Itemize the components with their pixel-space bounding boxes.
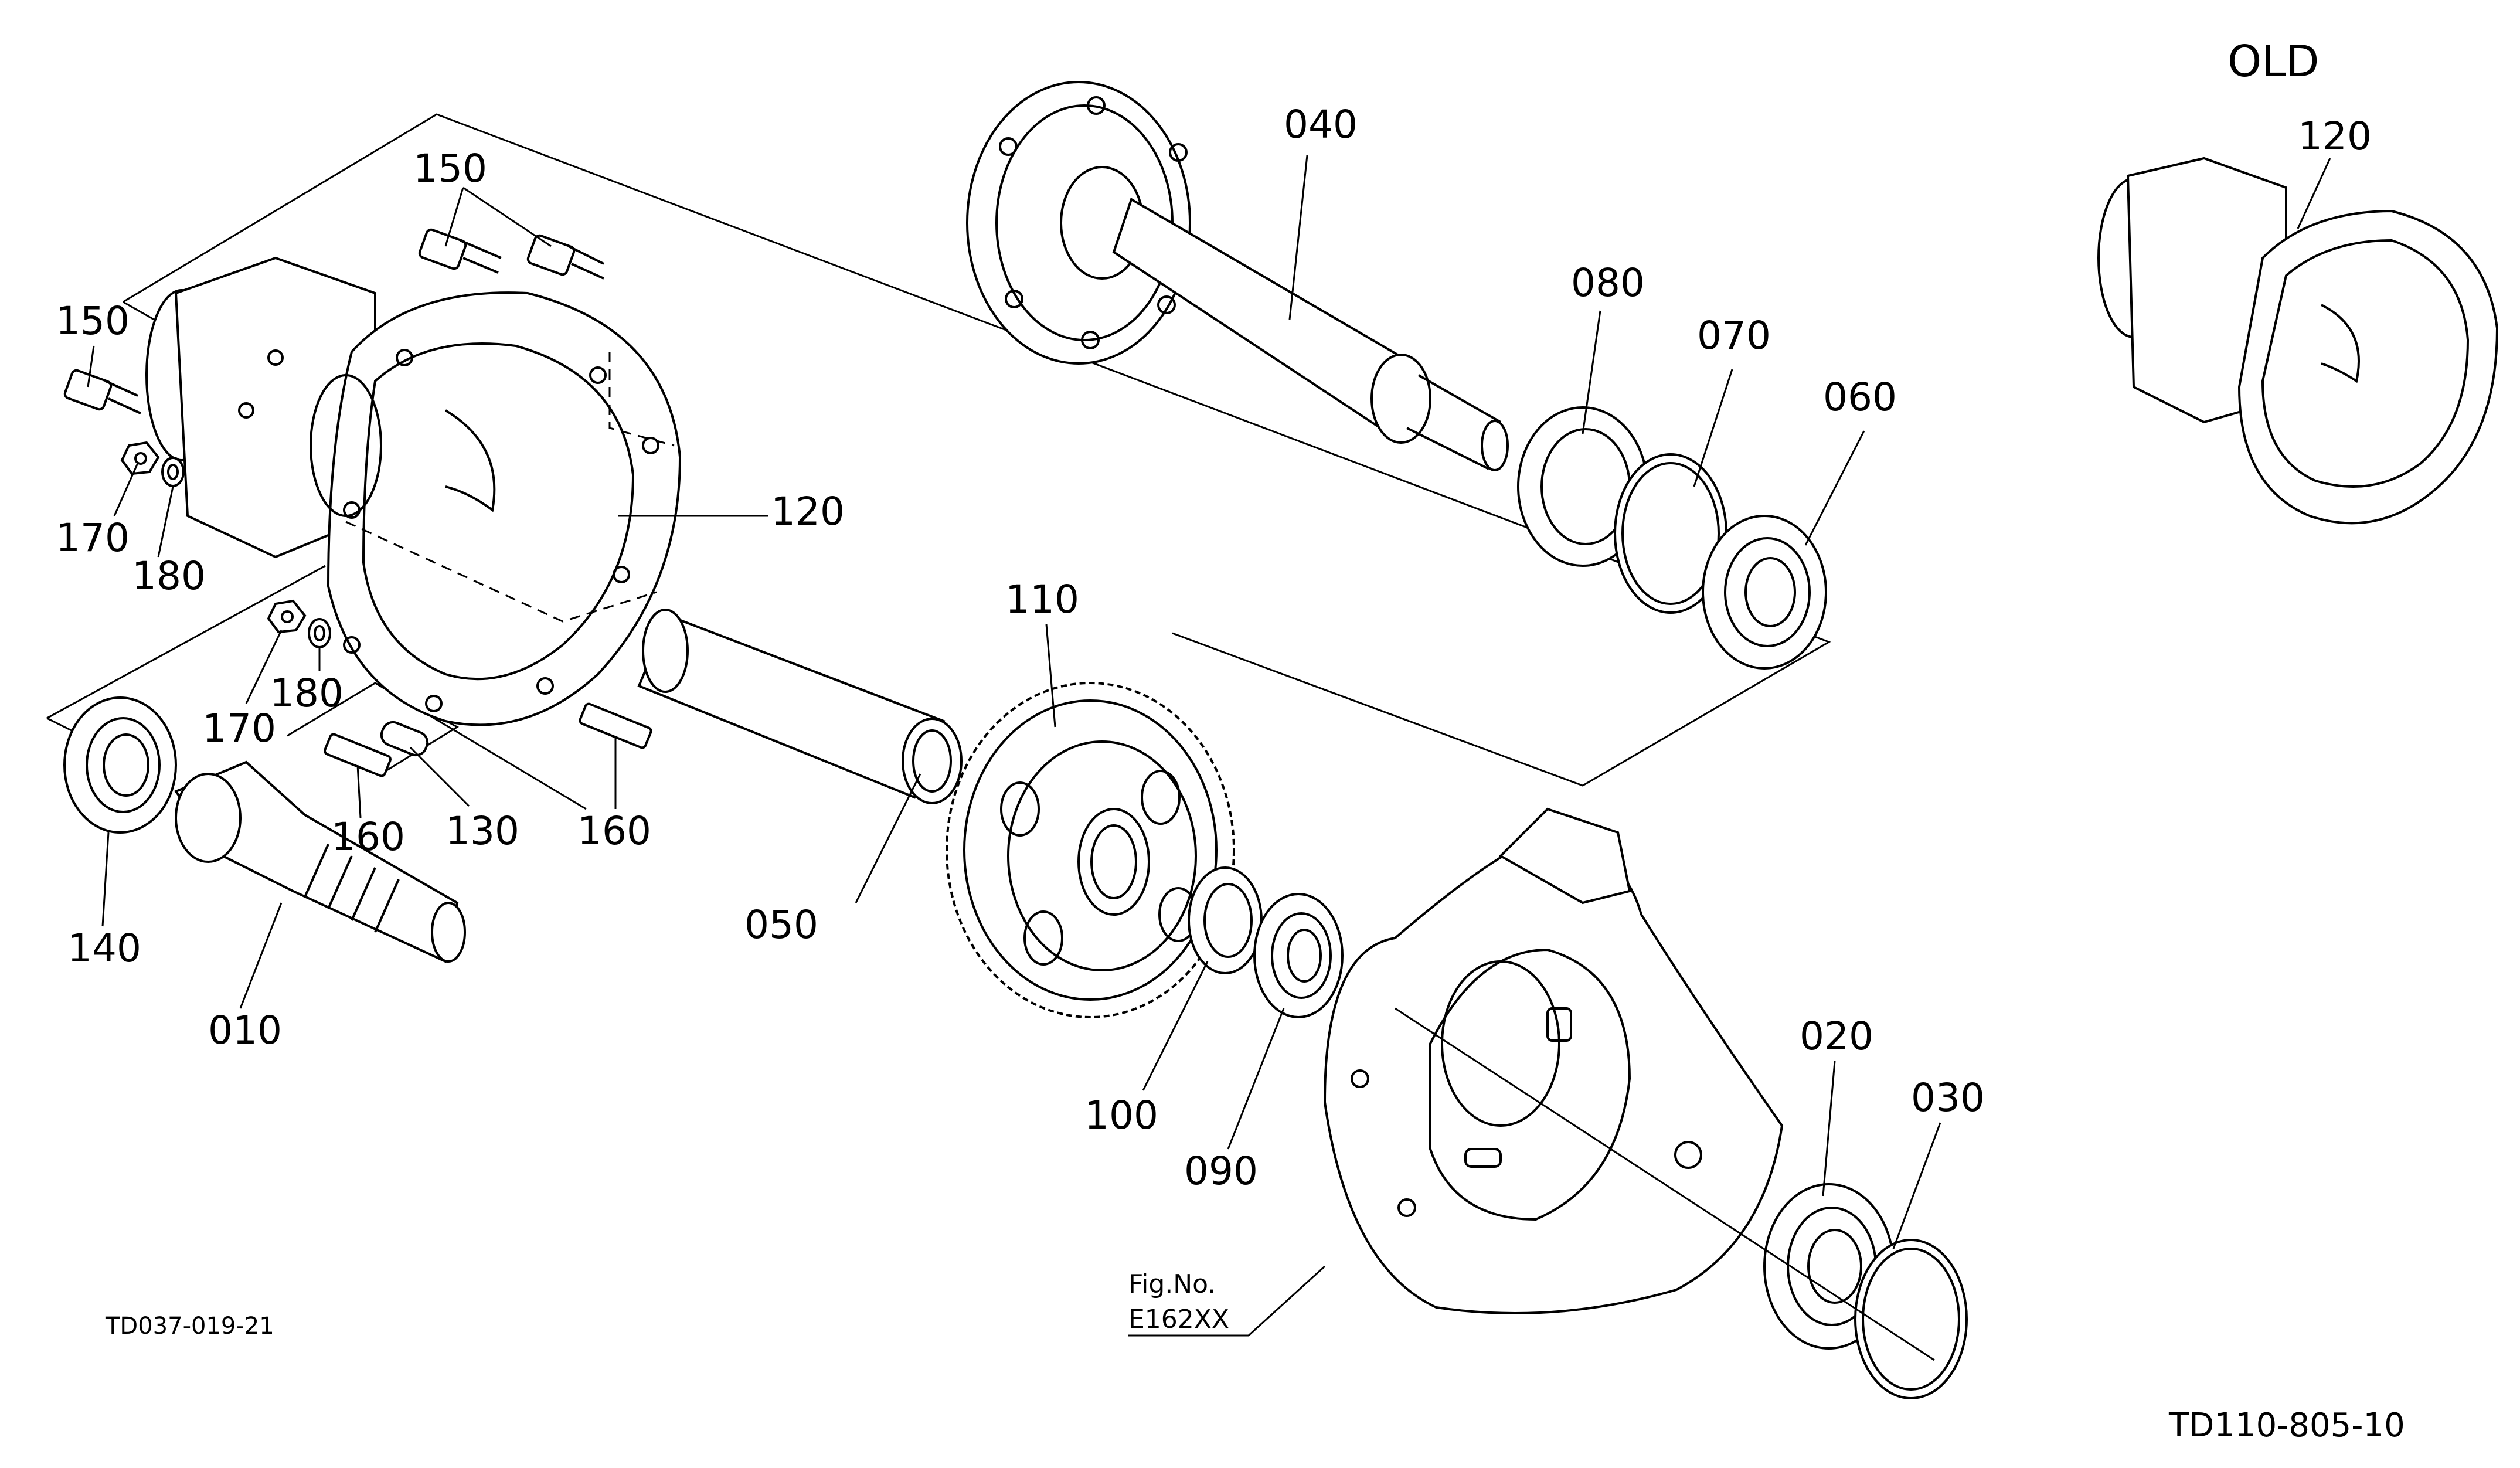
drawing-code-right: TD110-805-10 [2168,1406,2405,1445]
callout-180-top: 180 [132,553,206,599]
callout-070: 070 [1697,313,1771,358]
callout-180-mid: 180 [270,671,344,716]
snap-ring-030 [1854,1239,1968,1399]
callout-120: 120 [771,489,845,534]
seal-100 [1188,866,1263,974]
drawing-code-left: TD037-019-21 [105,1313,274,1340]
bearing-140 [63,696,177,834]
bolt-150-b [526,234,604,280]
bearing-060 [1702,515,1827,670]
callout-140: 140 [67,926,141,971]
callout-130: 130 [445,808,519,854]
shaft-010 [174,760,466,963]
figure-ref-line1: Fig.No. [1128,1269,1216,1299]
callout-040: 040 [1284,102,1358,147]
callout-100: 100 [1084,1093,1158,1138]
stud-160-b [579,702,652,749]
callout-150-left: 150 [56,298,130,344]
nut-170-b [267,599,307,634]
bolt-150-c [63,369,141,414]
nut-170-a [120,441,160,475]
callout-050: 050 [744,902,818,947]
assembly-axis [1395,1007,1935,1361]
callout-150-top: 150 [413,146,487,191]
washer-180-a [161,457,185,487]
bolt-150-a [418,228,502,274]
old-housing-120 [2097,157,2499,525]
callout-080: 080 [1571,260,1645,305]
callout-010: 010 [208,1008,282,1053]
callout-160-right: 160 [577,808,651,854]
housing-120 [145,256,682,726]
sleeve-050 [637,609,963,804]
callout-160-left: 160 [331,814,405,859]
gear-110 [946,682,1235,1018]
callout-060: 060 [1823,375,1897,420]
callout-170-top: 170 [56,515,130,560]
axle-040 [966,81,1509,471]
pin-130 [380,721,429,757]
callout-030: 030 [1911,1075,1985,1120]
old-heading: OLD [2227,36,2319,87]
stud-160-a [324,733,392,777]
leader-lines [87,155,2331,1337]
callout-020: 020 [1800,1014,1873,1059]
figure-ref-line2: E162XX [1128,1304,1229,1334]
callout-110: 110 [1005,577,1079,622]
washer-180-b [308,618,331,648]
case-housing-e162xx [1323,807,1784,1314]
callout-170-mid: 170 [202,706,276,751]
callout-090: 090 [1184,1148,1258,1194]
callout-120-old: 120 [2298,114,2372,159]
bearing-090 [1253,893,1344,1018]
